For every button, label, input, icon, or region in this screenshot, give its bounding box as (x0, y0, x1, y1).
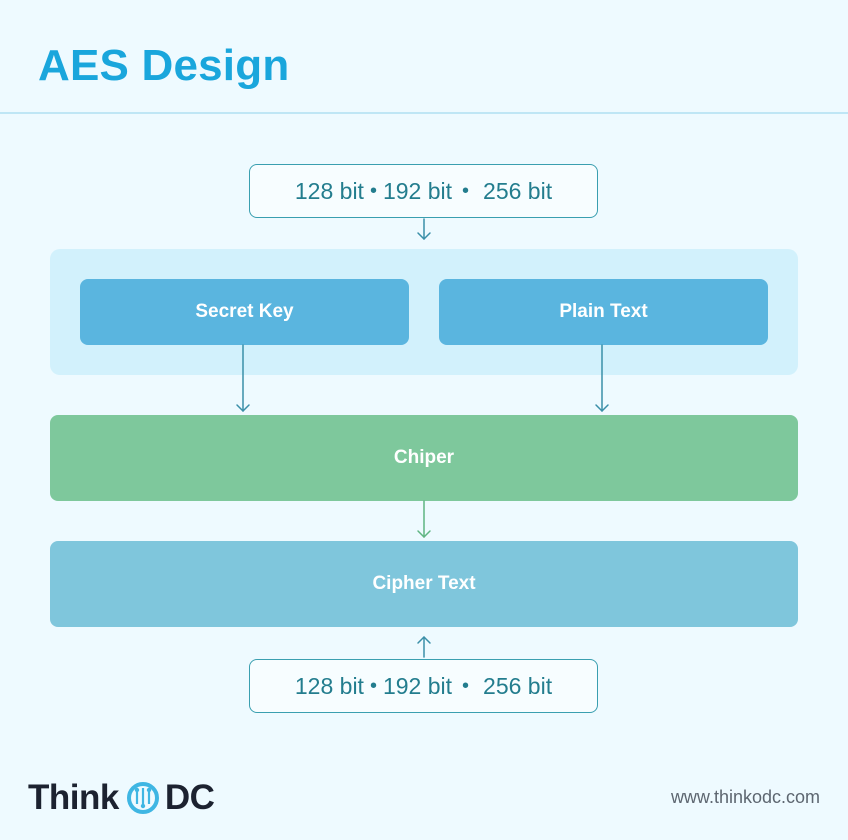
key-size-192: 192 bit (382, 177, 453, 204)
separator-dot: • (462, 674, 470, 697)
key-sizes-bottom: 128 bit • 192 bit • 256 bit (249, 659, 598, 713)
website-url: www.thinkodc.com (670, 787, 820, 807)
arrow-cipher-to-output (417, 500, 431, 538)
plain-text-box: Plain Text (439, 279, 768, 345)
cipher-text-box: Cipher Text (50, 541, 798, 627)
key-sizes-top: 128 bit • 192 bit • 256 bit (249, 164, 598, 218)
arrow-sizes-to-output (417, 636, 431, 658)
page-title: AES Design (38, 41, 290, 90)
key-size-128: 128 bit (294, 672, 364, 699)
separator-dot: • (369, 674, 377, 697)
secret-key-box: Secret Key (80, 279, 409, 345)
header-divider (0, 112, 848, 114)
separator-dot: • (369, 179, 377, 202)
key-size-128: 128 bit (294, 177, 364, 204)
key-size-256: 256 bit (483, 672, 553, 699)
circuit-o-icon (123, 780, 163, 816)
key-size-256: 256 bit (483, 177, 553, 204)
logo-text-right: DC (164, 778, 215, 817)
brand-logo: Think DC (28, 778, 215, 818)
key-size-192: 192 bit (382, 672, 453, 699)
logo-text-left: Think (28, 778, 119, 817)
separator-dot: • (462, 179, 470, 202)
arrow-sizes-to-inputs (417, 218, 431, 240)
cipher-box: Chiper (50, 415, 798, 501)
